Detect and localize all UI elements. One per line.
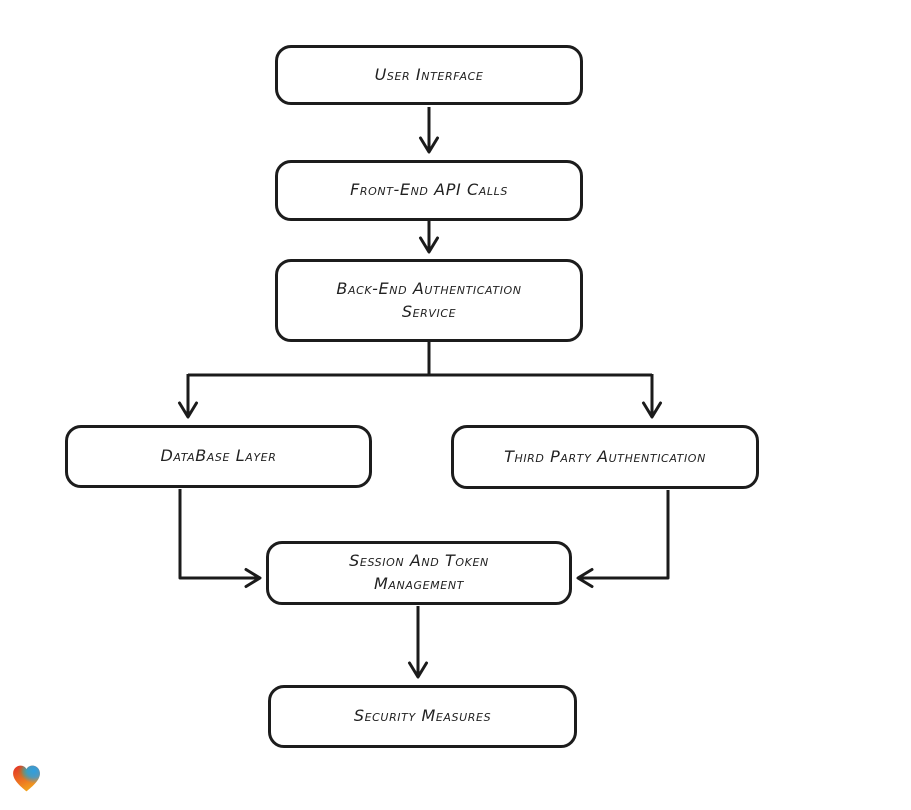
node-third-party-authentication[interactable]: Third Party Authentication xyxy=(451,425,759,489)
node-security-measures[interactable]: Security Measures xyxy=(268,685,577,748)
node-user-interface[interactable]: User Interface xyxy=(275,45,583,105)
edge-third-party-to-session xyxy=(576,490,670,588)
node-label: Session And Token Management xyxy=(349,551,489,593)
node-front-end-api-calls[interactable]: Front-End API Calls xyxy=(275,160,583,221)
gradient-heart-icon xyxy=(10,762,43,795)
node-database-layer[interactable]: DataBase Layer xyxy=(65,425,372,488)
node-label: DataBase Layer xyxy=(160,446,277,466)
node-back-end-authentication-service[interactable]: Back-End Authentication Service xyxy=(275,259,583,342)
node-label: Security Measures xyxy=(353,706,492,726)
node-label: Back-End Authentication Service xyxy=(336,278,522,321)
node-label: Front-End API Calls xyxy=(350,180,508,200)
node-label: User Interface xyxy=(374,64,484,84)
node-session-and-token-management[interactable]: Session And Token Management xyxy=(266,541,572,605)
node-label: Third Party Authentication xyxy=(504,446,706,466)
edge-database-to-session xyxy=(178,489,262,588)
